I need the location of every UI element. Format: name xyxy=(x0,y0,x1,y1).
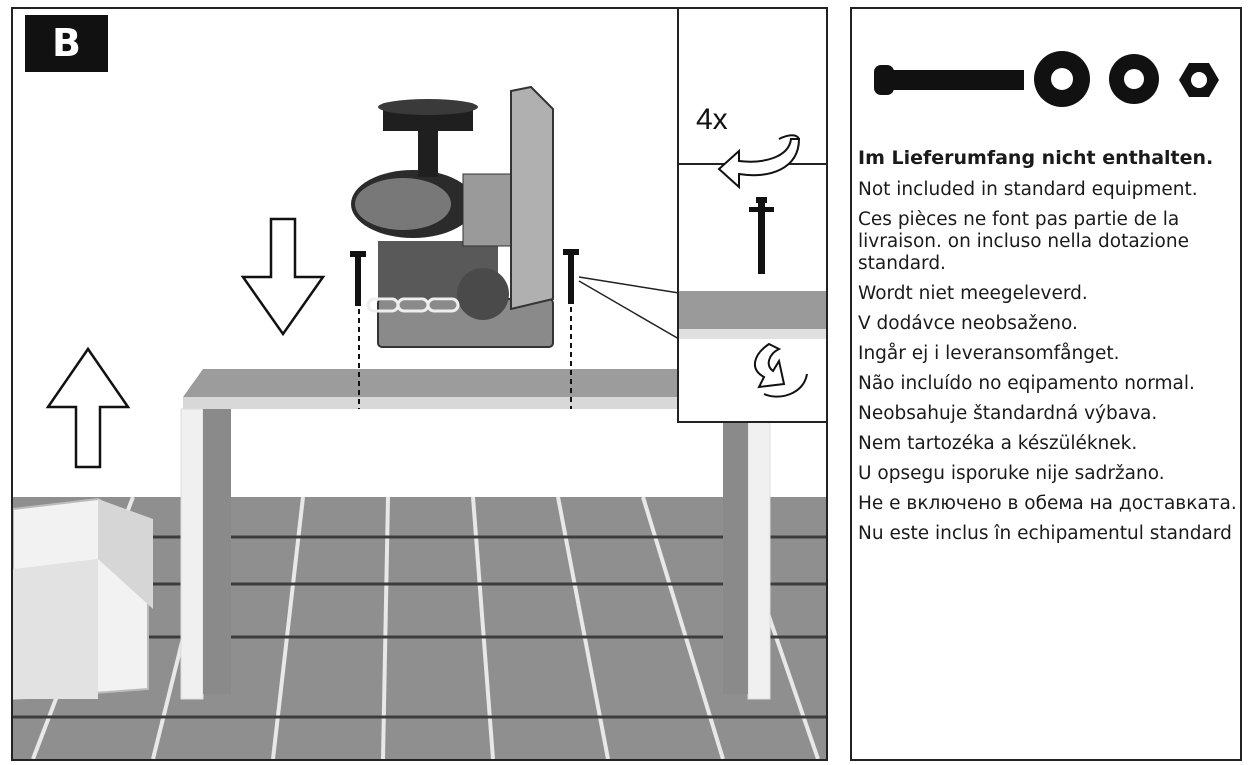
notice-line: U opsegu isporuke nije sadržano. xyxy=(858,463,1165,484)
notice-line: Ces pièces ne font pas partie de la livr… xyxy=(858,209,1189,274)
notice-line: V dodávce neobsaženo. xyxy=(858,313,1078,334)
detail-drawing xyxy=(679,134,826,398)
notice-line: Nu este inclus în echipamentul standard xyxy=(858,523,1232,544)
workbench-table xyxy=(180,369,823,700)
notice-line: Não incluído no eqipamento normal. xyxy=(858,373,1195,394)
quantity-label: 4x xyxy=(696,103,728,136)
notice-line: Wordt niet meegeleverd. xyxy=(858,283,1088,304)
step-badge: B xyxy=(25,15,108,72)
washer-icon xyxy=(1109,54,1159,104)
washer-icon xyxy=(1034,51,1090,107)
notice-line: Im Lieferumfang nicht enthalten. xyxy=(858,147,1214,169)
notice-line: Ingår ej i leveransomfånget. xyxy=(858,343,1120,364)
cardboard-box xyxy=(13,497,153,701)
workshop-scene xyxy=(13,85,826,759)
notice-line: Not included in standard equipment. xyxy=(858,179,1198,200)
detail-callout-lines xyxy=(578,276,680,340)
hardware-icons xyxy=(874,51,1219,107)
bolt-icon xyxy=(749,197,774,274)
arrow-down-icon xyxy=(240,217,326,337)
notice-line: Neobsahuje štandardná výbava. xyxy=(858,403,1158,424)
notice-line: Не е включено в обема на доставката. xyxy=(858,493,1237,514)
hex-nut-icon xyxy=(1179,63,1219,97)
bolt-icon xyxy=(874,65,1024,95)
rotate-arrow-icon xyxy=(754,342,808,398)
mounting-bolt-left xyxy=(350,251,366,409)
rotate-arrow-icon xyxy=(717,134,801,190)
arrow-up-icon xyxy=(45,346,131,469)
bolt-detail-inset xyxy=(677,7,828,423)
notice-text-list: Im Lieferumfang nicht enthalten. Not inc… xyxy=(858,147,1238,553)
bench-grinder-machine xyxy=(351,85,554,348)
mounting-bolt-right xyxy=(563,249,579,409)
not-included-notice: Im Lieferumfang nicht enthalten. Not inc… xyxy=(850,7,1242,761)
notice-line: Nem tartozéka a készüléknek. xyxy=(858,433,1138,454)
